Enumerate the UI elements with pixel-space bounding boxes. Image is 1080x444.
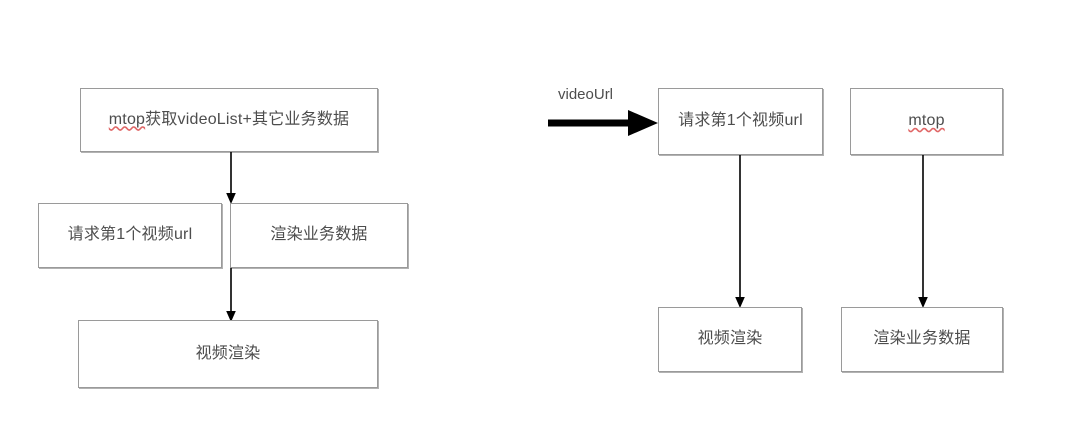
node-request-first-video-url[interactable]: 请求第1个视频url (38, 203, 222, 268)
edge-request-to-video-render (723, 154, 757, 310)
edge-fetch-to-request (214, 150, 248, 206)
node-label: 请求第1个视频url (678, 112, 803, 130)
edge-videourl-input (548, 108, 660, 140)
node-label: 视频渲染 (195, 344, 261, 362)
spellchecked-word: mtop (108, 110, 146, 128)
node-label: mtop (908, 112, 945, 130)
node-label: mtop获取videoList+其它业务数据 (109, 110, 349, 131)
node-render-business-data[interactable]: 渲染业务数据 (230, 203, 408, 268)
node-label: 渲染业务数据 (873, 330, 971, 348)
node-label: 渲染业务数据 (270, 226, 368, 244)
node-video-render[interactable]: 视频渲染 (658, 307, 802, 372)
node-label: 视频渲染 (697, 330, 763, 348)
node-render-business-data[interactable]: 渲染业务数据 (841, 307, 1003, 372)
node-label: 请求第1个视频url (67, 226, 193, 244)
node-mtop[interactable]: mtop (850, 88, 1003, 155)
edge-mtop-to-render-business (906, 154, 940, 310)
node-mtop-fetch-videolist[interactable]: mtop获取videoList+其它业务数据 (80, 88, 378, 152)
node-request-first-video-url[interactable]: 请求第1个视频url (658, 88, 823, 155)
edge-request-to-render (214, 266, 248, 324)
node-video-render[interactable]: 视频渲染 (78, 320, 378, 388)
edge-label-videourl: videoUrl (558, 86, 614, 103)
node-label-rest: 获取videoList+其它业务数据 (145, 110, 350, 128)
